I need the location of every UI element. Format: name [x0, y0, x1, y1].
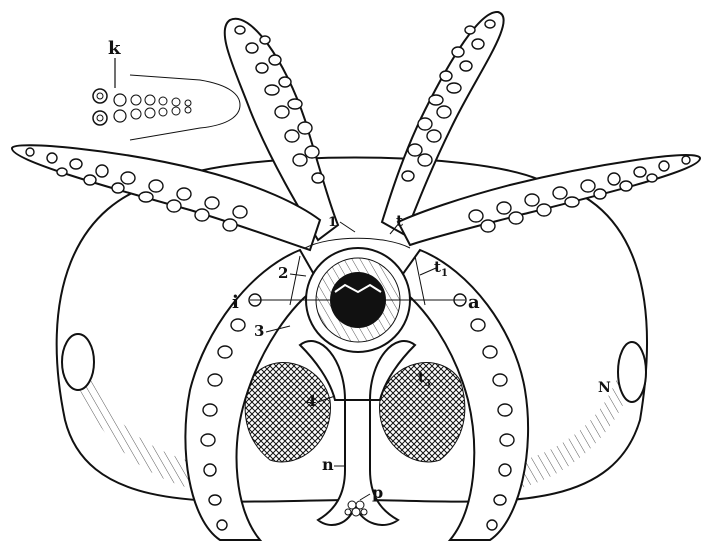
right-eye — [618, 342, 646, 402]
label-3: 3 — [254, 322, 264, 340]
inset-detail-k — [93, 58, 240, 140]
label-4: 4 — [306, 392, 316, 410]
label-2: 2 — [278, 264, 288, 282]
label-side-mark: N — [598, 380, 611, 396]
label-p: p — [372, 483, 383, 502]
label-1: 1 — [328, 215, 337, 230]
label-t: t — [396, 212, 403, 230]
label-a: a — [468, 292, 480, 313]
label-i: i — [232, 292, 239, 313]
left-eye — [62, 334, 94, 390]
label-k: k — [108, 38, 121, 59]
label-n: n — [322, 455, 334, 474]
